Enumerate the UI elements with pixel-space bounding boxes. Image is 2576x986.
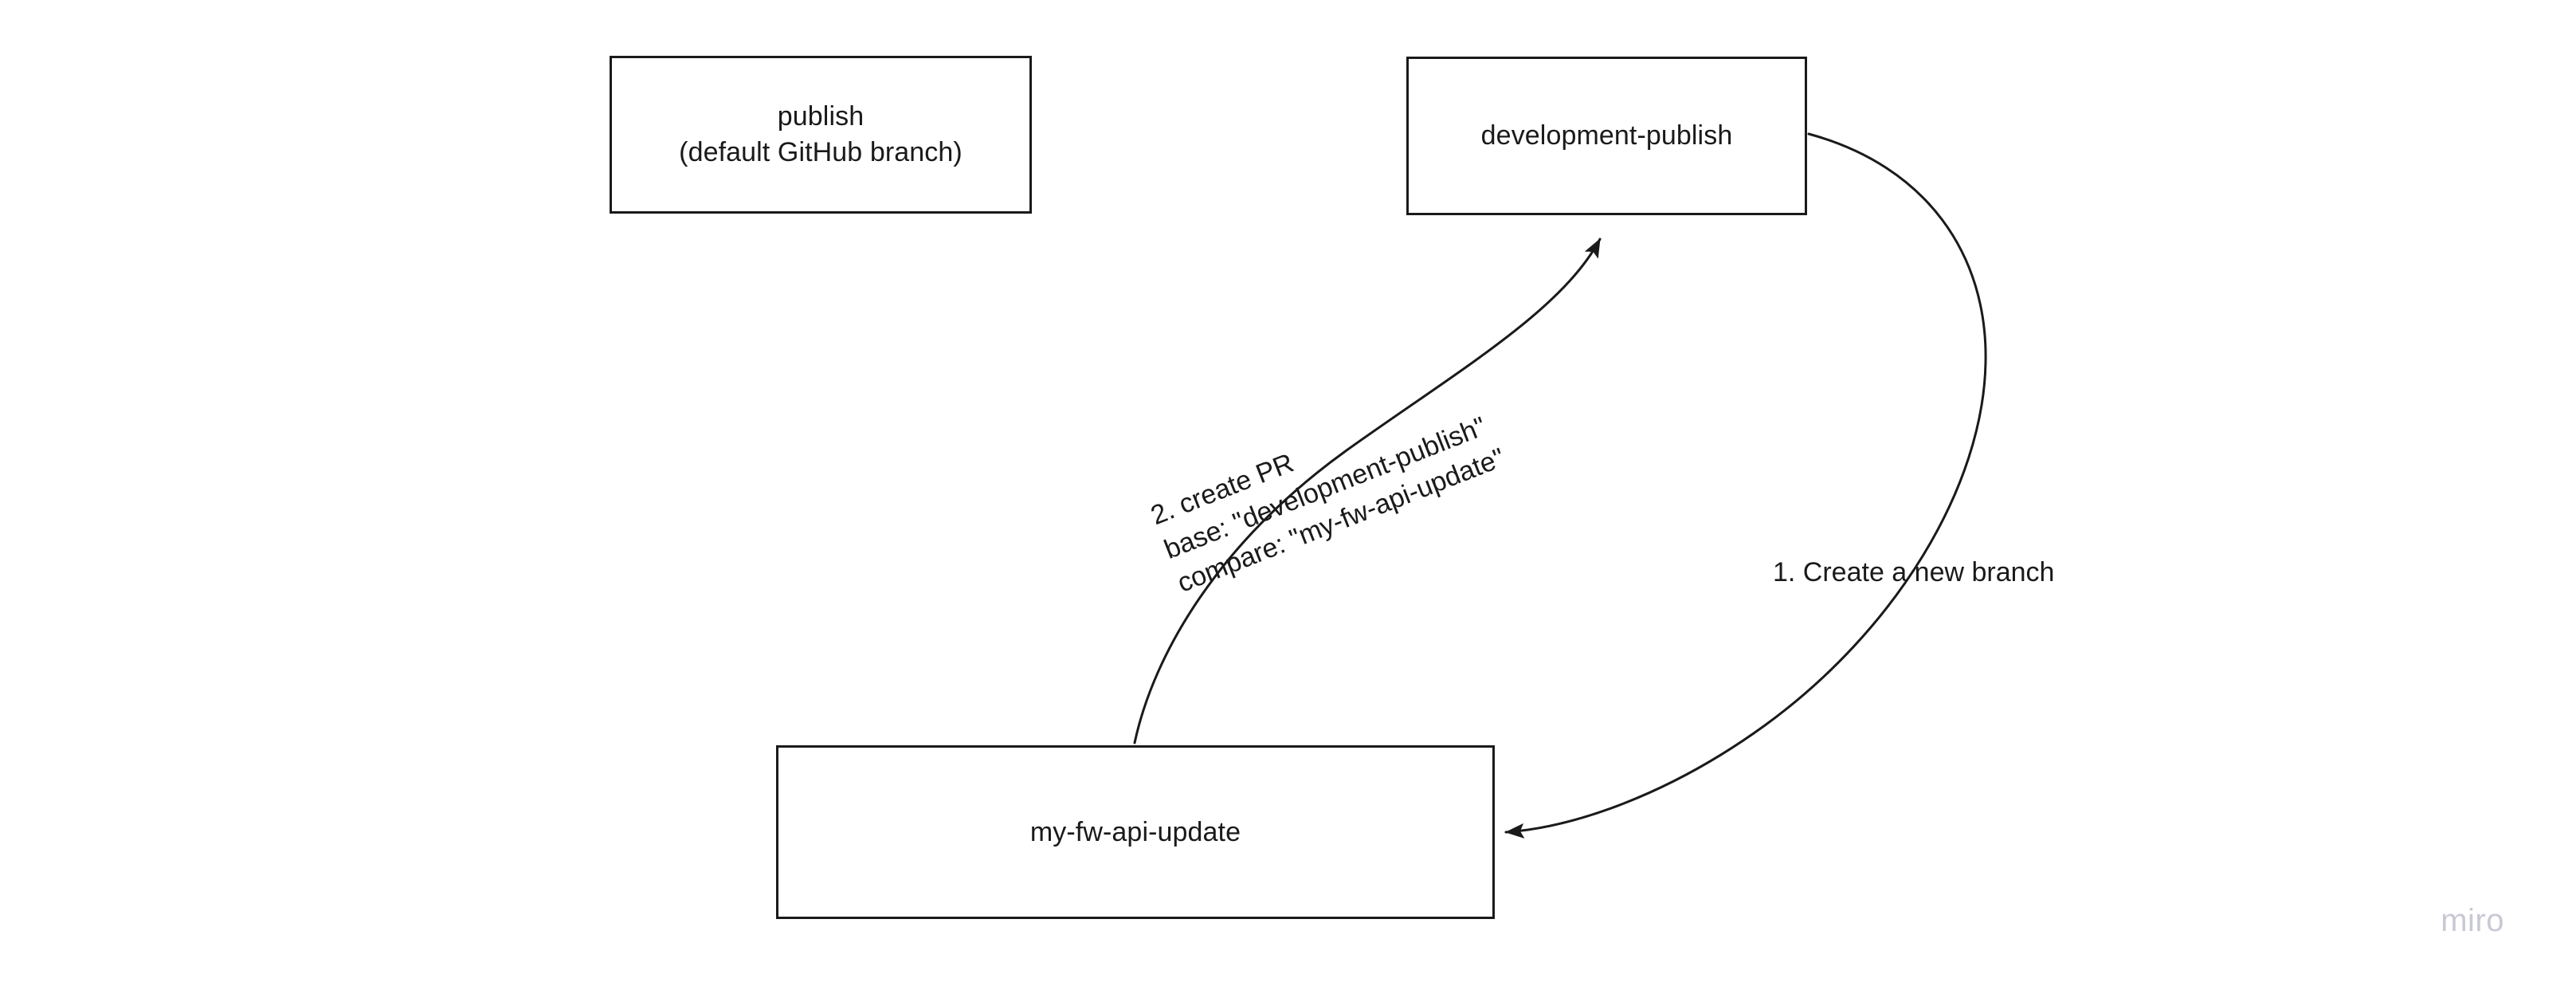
edge-create-pr[interactable] — [1133, 238, 1602, 744]
node-publish[interactable]: publish (default GitHub branch) — [610, 56, 1032, 214]
node-my-fw-api-update[interactable]: my-fw-api-update — [776, 745, 1495, 919]
node-development-publish-label: development-publish — [1480, 120, 1733, 151]
edge-create-branch[interactable] — [1504, 132, 1987, 839]
miro-watermark: miro — [2441, 903, 2504, 938]
edge-label-create-branch: 1. Create a new branch — [1773, 557, 2055, 587]
node-development-publish[interactable]: development-publish — [1406, 57, 1807, 215]
node-publish-label: publish (default GitHub branch) — [679, 101, 963, 167]
node-my-fw-api-update-label: my-fw-api-update — [1029, 816, 1241, 847]
